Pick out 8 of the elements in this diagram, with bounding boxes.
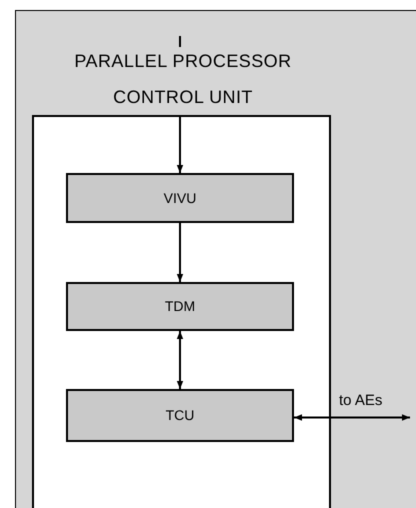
arrow [176,223,184,282]
module-box: TDM [66,282,294,331]
module-box: VIVU [66,173,294,223]
arrow [294,414,410,421]
unit-heading: PARALLEL PROCESSOR CONTROL UNIT [73,50,293,109]
arrow [176,331,184,389]
arrow [176,35,184,174]
module-box: TCU [66,389,294,442]
